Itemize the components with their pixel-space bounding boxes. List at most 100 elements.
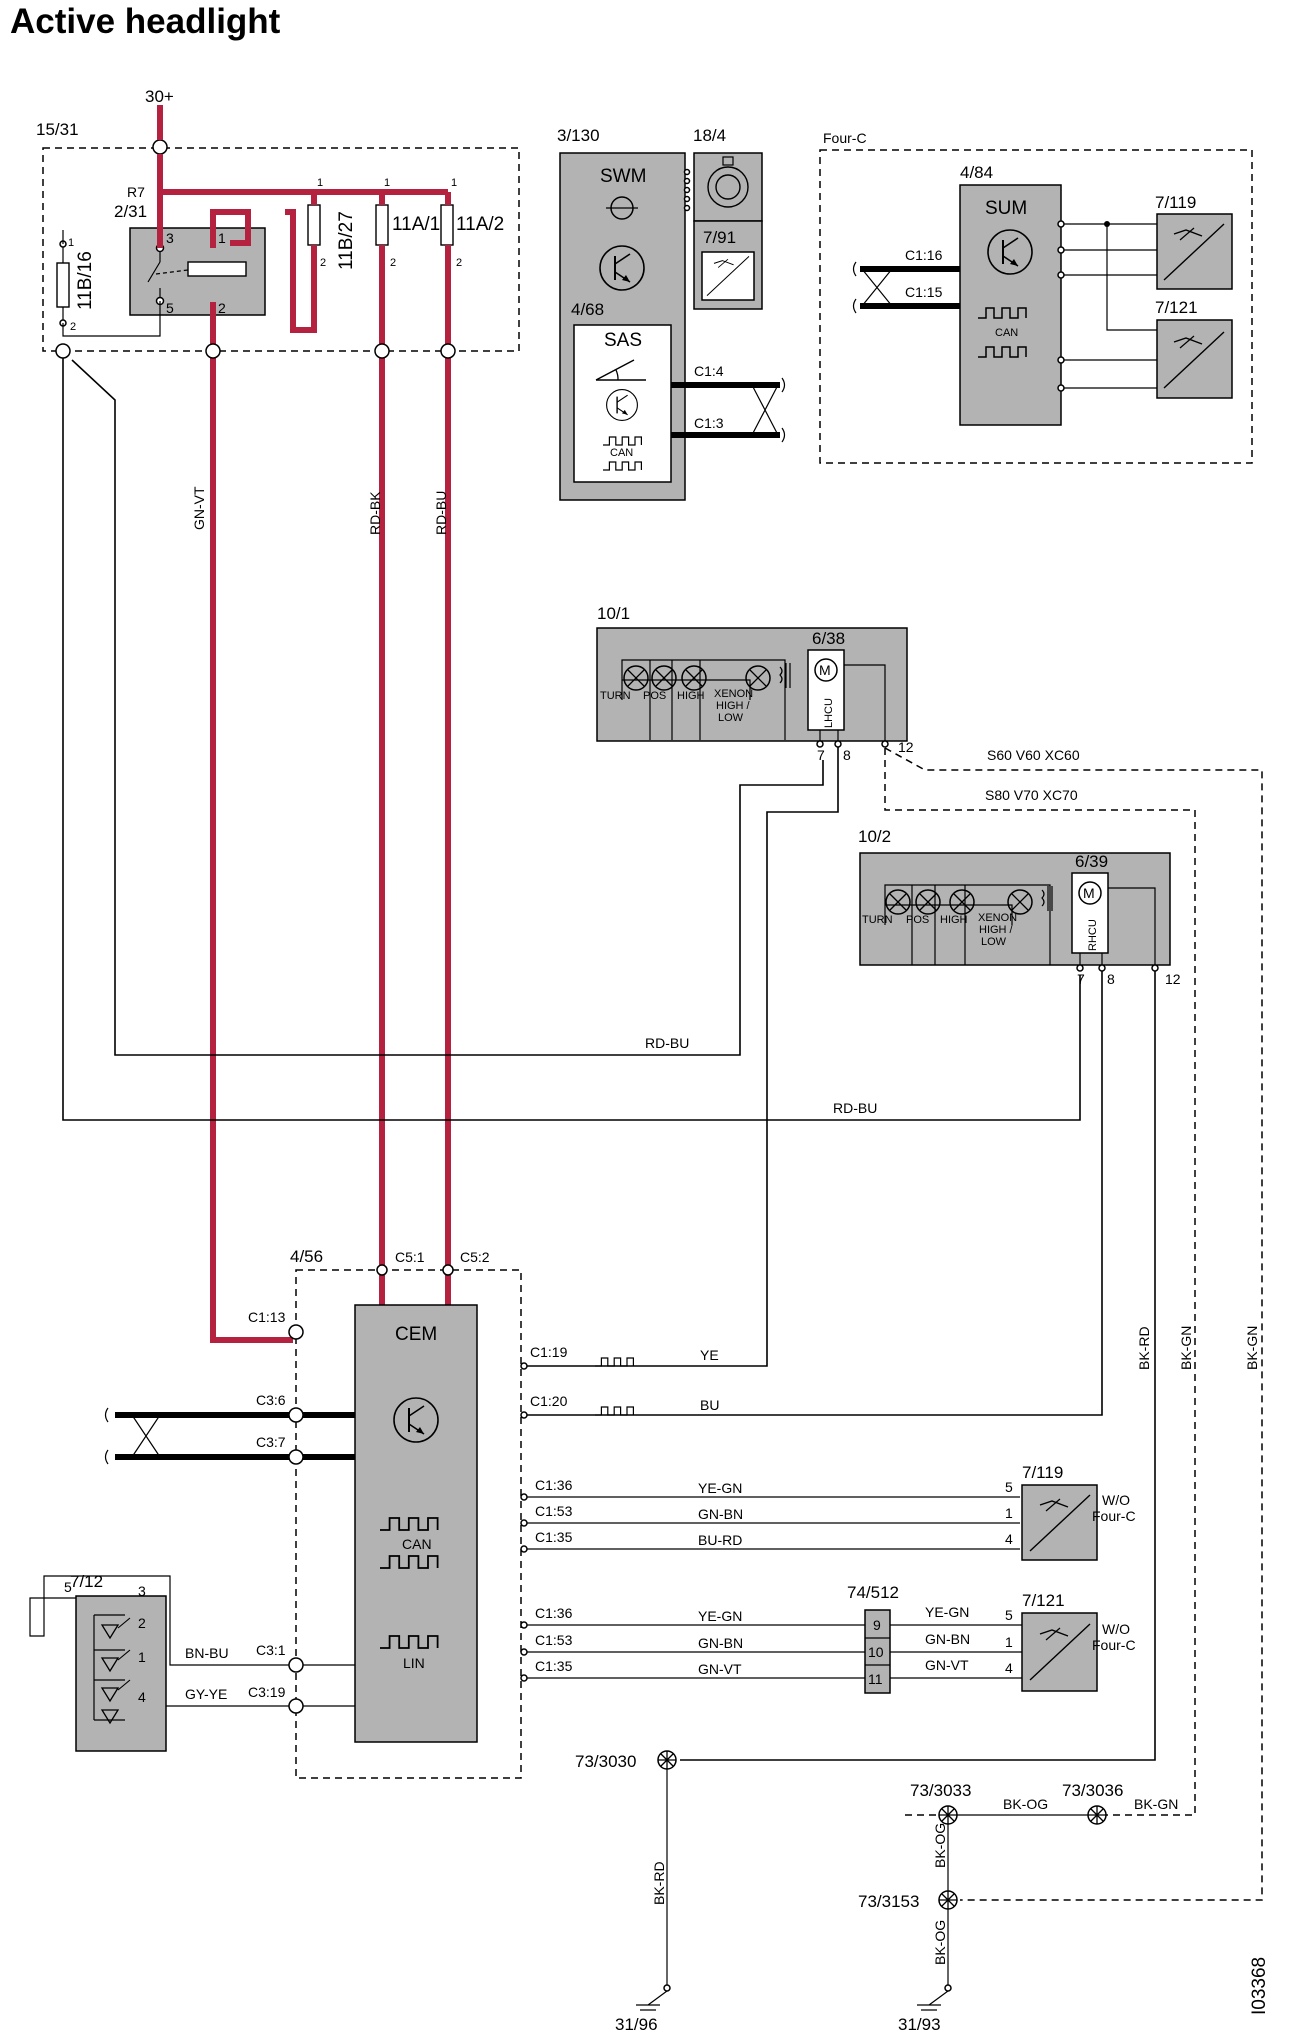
wire-label-gn-bn-c: GN-BN bbox=[925, 1631, 970, 1647]
wire-label-bn-bu: BN-BU bbox=[185, 1645, 229, 1661]
headlamp-left-turn-label: TURN bbox=[600, 690, 631, 702]
headlamp-left-motor-label: M bbox=[819, 662, 831, 678]
ground-splice-73-3033-icon bbox=[938, 1805, 958, 1825]
sas-name: SAS bbox=[604, 330, 642, 351]
connector-id: 74/512 bbox=[847, 1583, 899, 1602]
fusebox-node-11a2 bbox=[440, 343, 456, 359]
switch-module bbox=[75, 1595, 167, 1752]
sensor-b-pin-1: 1 bbox=[1005, 1634, 1013, 1650]
wire-label-rd-bu: RD-BU bbox=[433, 491, 449, 535]
wire-label-bk-gn-2: BK-GN bbox=[1244, 1326, 1260, 1370]
fuse-11a1-label: 11A/1 bbox=[392, 214, 440, 235]
wire-label-bu-rd-a: BU-RD bbox=[698, 1532, 742, 1548]
cem-lin-label: LIN bbox=[403, 1655, 425, 1671]
cem-connector-wires bbox=[524, 1624, 865, 1679]
wire-label-gn-vt-b: GN-VT bbox=[698, 1661, 742, 1677]
sensor-b-note: W/O bbox=[1102, 1621, 1130, 1637]
ground-31-93-icon bbox=[917, 1984, 952, 2011]
switch-module-pin-1: 1 bbox=[138, 1649, 146, 1665]
sum-pin-dots bbox=[1057, 220, 1065, 392]
sum-pin-c1-16: C1:16 bbox=[905, 247, 943, 263]
headlamp-right-id: 10/2 bbox=[858, 827, 891, 846]
fuse-11b27 bbox=[307, 204, 321, 246]
cem-pin-c5-1: C5:1 bbox=[395, 1249, 425, 1265]
sas-pin-c1-4: C1:4 bbox=[694, 363, 724, 379]
sensor-b-variant: Four-C bbox=[1092, 1637, 1136, 1653]
cem-pin-c3-1: C3:1 bbox=[256, 1642, 286, 1658]
wire-label-bk-rd: BK-RD bbox=[1136, 1326, 1152, 1370]
sas-module bbox=[573, 324, 672, 483]
wire-label-gn-bn-b: GN-BN bbox=[698, 1635, 743, 1651]
sum-can-label: CAN bbox=[995, 327, 1018, 339]
cem-pin-c1-53-b: C1:53 bbox=[535, 1632, 573, 1648]
sum-sensor-a-wires bbox=[1061, 223, 1157, 276]
wire-label-bk-gn-1: BK-GN bbox=[1178, 1326, 1194, 1370]
fusebox-node-11b16 bbox=[55, 343, 71, 359]
headlamp-left-high-label: HIGH bbox=[677, 690, 705, 702]
fourc-sensor-7-119-id: 7/119 bbox=[1155, 193, 1196, 212]
sas-can-label: CAN bbox=[610, 447, 633, 459]
variant-label-s80: S80 V70 XC70 bbox=[985, 787, 1078, 803]
cem-pin-c1-19: C1:19 bbox=[530, 1344, 568, 1360]
switch-module-led-icons bbox=[100, 1617, 131, 1725]
headlamp-right-pin-8: 8 bbox=[1107, 971, 1115, 987]
headlamp-left-pos-label: POS bbox=[643, 690, 666, 702]
relay-pin-1: 1 bbox=[218, 230, 226, 246]
headlamp-right-xenon-label: XENON bbox=[978, 912, 1017, 924]
fuse-11b27-pin1: 1 bbox=[317, 177, 323, 189]
wire-rd-bu-right bbox=[62, 358, 1081, 1121]
relay-coil-icon bbox=[187, 261, 247, 277]
clockspring-module bbox=[693, 152, 763, 222]
headlamp-left-highlow-label: HIGH / bbox=[716, 700, 751, 712]
wire-label-bk-rd-ground: BK-RD bbox=[651, 1861, 667, 1905]
switch-module-pin-3: 3 bbox=[138, 1583, 146, 1599]
cem-pin-c5-2: C5:2 bbox=[460, 1249, 490, 1265]
sum-name: SUM bbox=[985, 198, 1027, 219]
fusebox-node-11a1 bbox=[374, 343, 390, 359]
headlamp-right-motor-icon bbox=[1078, 881, 1102, 905]
page-title: Active headlight bbox=[10, 2, 281, 41]
ye-signal-icon bbox=[594, 1357, 635, 1367]
fourc-label: Four-C bbox=[823, 130, 867, 146]
cem-module bbox=[354, 1304, 478, 1743]
headlamp-left-xenon-label: XENON bbox=[714, 688, 753, 700]
relay-coil-feed bbox=[210, 209, 251, 248]
fuse-11a2-label: 11A/2 bbox=[456, 214, 504, 235]
sum-sensor-b-wires bbox=[1061, 359, 1157, 389]
sensor-a-note: W/O bbox=[1102, 1492, 1130, 1508]
connector-pin-10: 10 bbox=[868, 1644, 884, 1660]
clockspring-icon bbox=[707, 156, 749, 208]
headlamp-right-ballast-icon bbox=[1041, 886, 1053, 911]
ground-splice-73-3153: 73/3153 bbox=[858, 1892, 919, 1911]
relay-name: R7 bbox=[127, 184, 145, 200]
swm-id: 3/130 bbox=[557, 126, 600, 145]
cem-pin-c3-19: C3:19 bbox=[248, 1684, 286, 1700]
headlamp-right-low-label: LOW bbox=[981, 936, 1007, 948]
headlamp-right-highlow-label: HIGH / bbox=[979, 924, 1014, 936]
fuse-11a1 bbox=[375, 204, 389, 246]
wire-label-gn-vt-c: GN-VT bbox=[925, 1657, 969, 1673]
cem-can-label: CAN bbox=[402, 1536, 432, 1552]
wire-label-ye-gn-c: YE-GN bbox=[925, 1604, 969, 1620]
headlamp-left-motor-id: 6/38 bbox=[812, 629, 845, 648]
ground-31-96-icon bbox=[636, 1984, 671, 2011]
headlamp-right-motor-id: 6/39 bbox=[1075, 852, 1108, 871]
ground-splice-73-3030: 73/3030 bbox=[575, 1752, 636, 1771]
cem-name: CEM bbox=[395, 1324, 437, 1345]
switch-module-pin-2: 2 bbox=[138, 1615, 146, 1631]
switch-module-id: 7/12 bbox=[70, 1572, 103, 1591]
sensor-a-id: 7/119 bbox=[1022, 1463, 1063, 1482]
fourc-sensor-7-121-id: 7/121 bbox=[1155, 298, 1198, 317]
wire-label-bu: BU bbox=[700, 1397, 719, 1413]
cem-id: 4/56 bbox=[290, 1247, 323, 1266]
cem-pin-c1-13: C1:13 bbox=[248, 1309, 286, 1325]
connector-pin-9: 9 bbox=[873, 1617, 881, 1633]
fuse-11a2 bbox=[440, 204, 454, 246]
cem-pin-c1-35-a: C1:35 bbox=[535, 1529, 573, 1545]
fuse-11a1-pin1: 1 bbox=[384, 177, 390, 189]
wire-label-ye: YE bbox=[700, 1347, 719, 1363]
headlamp-right-unit-label: RHCU bbox=[1087, 919, 1099, 951]
swm-connector-dots bbox=[683, 168, 691, 212]
sum-id: 4/84 bbox=[960, 163, 993, 182]
